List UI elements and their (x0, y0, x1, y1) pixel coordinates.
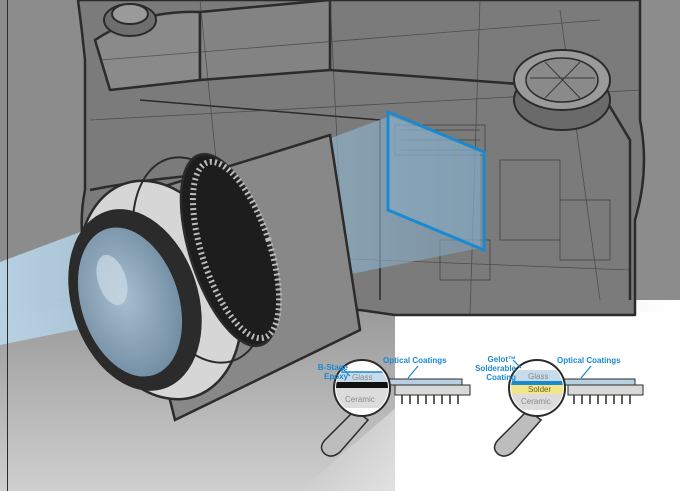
layer-ceramic-right: Ceramic (521, 397, 551, 406)
label-optical-coatings-left: Optical Coatings (383, 356, 447, 365)
package-pins-right (573, 395, 631, 404)
package-pins-left (401, 395, 459, 404)
mode-dial (513, 49, 611, 131)
layer-ceramic-left: Ceramic (345, 395, 375, 404)
layer-glass-left: Glass (352, 373, 373, 382)
label-b-stage-epoxy: B-Stage Epoxy (317, 363, 348, 381)
callout-left (320, 359, 471, 457)
layer-solder-right: Solder (528, 385, 552, 394)
image-sensor (386, 109, 486, 253)
label-gelot-solderable-coating: Gelot™ Solderable Coating (475, 355, 516, 382)
lens-barrel (68, 133, 362, 422)
label-optical-coatings-right: Optical Coatings (557, 356, 621, 365)
shutter-button (103, 3, 157, 37)
callout-right (493, 359, 644, 457)
layer-glass-right: Glass (528, 372, 549, 381)
